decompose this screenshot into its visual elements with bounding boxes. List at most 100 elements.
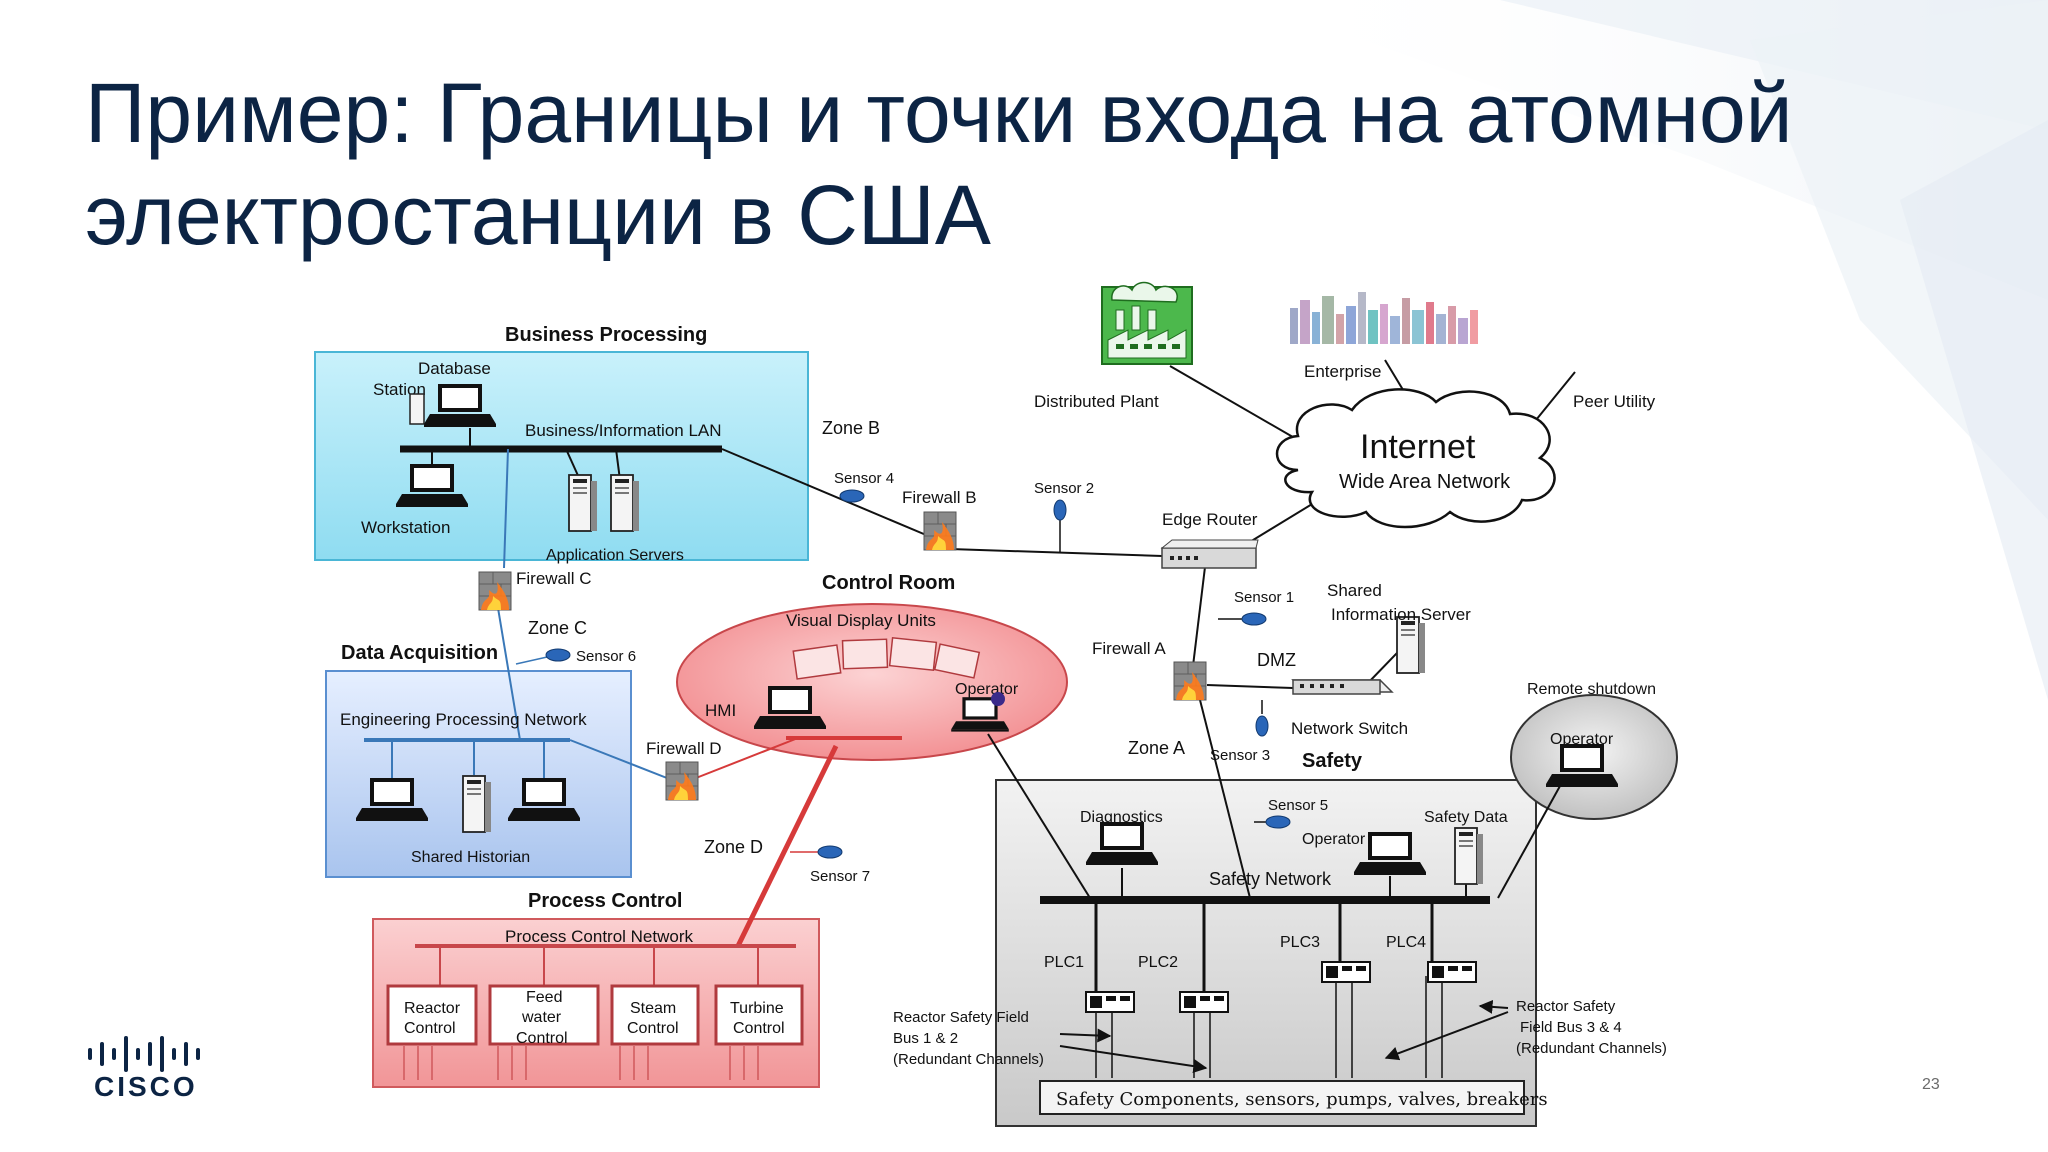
plc2-label: PLC2	[1138, 954, 1178, 971]
shared-info-server-label-1: Shared	[1327, 581, 1382, 600]
sensor-4-icon	[839, 489, 865, 503]
historian-server-icon	[462, 775, 492, 833]
operator-icon	[991, 692, 1005, 706]
firewall-d-icon	[665, 761, 699, 801]
plc1-icon	[1085, 991, 1135, 1013]
visual-display-units-label: Visual Display Units	[786, 611, 936, 630]
wan-label: Wide Area Network	[1339, 471, 1511, 493]
distributed-plant-label: Distributed Plant	[1034, 392, 1159, 411]
application-server-icon	[568, 474, 598, 532]
engineering-network-label: Engineering Processing Network	[340, 710, 587, 729]
database-station-label-1: Database	[418, 359, 491, 378]
sensor-6-label: Sensor 6	[576, 648, 636, 665]
feedwater-control-label-2: water	[521, 1009, 562, 1026]
application-server-icon	[610, 474, 640, 532]
business-processing-label: Business Processing	[505, 324, 707, 346]
application-servers-label: Application Servers	[546, 547, 684, 564]
network-switch-label: Network Switch	[1291, 719, 1408, 738]
slide-title-line-2: электростанции в США	[85, 168, 991, 262]
control-room-label: Control Room	[822, 572, 955, 594]
hmi-label: HMI	[705, 701, 736, 720]
plc3-label: PLC3	[1280, 934, 1320, 951]
left-bus-label-1: Reactor Safety Field	[893, 1009, 1029, 1026]
edge-router-label: Edge Router	[1162, 510, 1258, 529]
safety-zone	[995, 779, 1537, 1127]
right-bus-label-2: Field Bus 3 & 4	[1520, 1019, 1622, 1036]
plc3-icon	[1321, 961, 1371, 983]
firewall-b-label: Firewall B	[902, 488, 977, 507]
data-acquisition-zone	[325, 670, 632, 878]
steam-control-label-2: Control	[627, 1020, 679, 1037]
remote-operator-label: Operator	[1550, 731, 1614, 748]
edge-router-icon	[1160, 539, 1259, 569]
safety-data-label: Safety Data	[1424, 809, 1508, 826]
reactor-control-label-1: Reactor	[404, 1000, 461, 1017]
sensor-1-icon	[1241, 612, 1267, 626]
business-lan-label: Business/Information LAN	[525, 421, 722, 440]
factory-icon	[1101, 281, 1193, 365]
internet-cloud	[1275, 388, 1556, 529]
safety-components-bar	[1039, 1080, 1525, 1115]
firewall-b-icon	[923, 511, 957, 551]
safety-network-label: Safety Network	[1209, 869, 1332, 889]
feedwater-control-label-3: Control	[516, 1030, 568, 1047]
plc2-icon	[1179, 991, 1229, 1013]
turbine-control-label-1: Turbine	[730, 1000, 784, 1017]
steam-control-label-1: Steam	[630, 1000, 676, 1017]
firewall-c-icon	[478, 571, 512, 611]
enterprise-skyline-icon	[1290, 292, 1478, 344]
business-processing-zone	[314, 351, 809, 561]
visual-display-units-icon	[792, 636, 981, 680]
enterprise-label: Enterprise	[1304, 362, 1381, 381]
zone-d-label: Zone D	[704, 837, 763, 857]
sensor-4-label: Sensor 4	[834, 470, 894, 487]
turbine-control-label-2: Control	[733, 1020, 785, 1037]
plc4-icon	[1427, 961, 1477, 983]
slide-title-line-1: Пример: Границы и точки входа на атомной	[85, 66, 1793, 160]
workstation-label: Workstation	[361, 518, 450, 537]
cisco-logo-text: CISCO	[94, 1071, 198, 1102]
safety-operator-label: Operator	[1302, 831, 1366, 848]
slide-title: Пример: Границы и точки входа на атомной…	[85, 62, 1905, 266]
data-acquisition-label: Data Acquisition	[341, 642, 498, 664]
zone-b-label: Zone B	[822, 418, 880, 438]
network-switch-icon	[1291, 679, 1394, 695]
sensor-7-icon	[817, 845, 843, 859]
feedwater-control-box: Feed water Control	[488, 984, 600, 1047]
right-bus-label-1: Reactor Safety	[1516, 998, 1616, 1015]
sensor-3-label: Sensor 3	[1210, 747, 1270, 764]
sensor-6-icon	[545, 648, 571, 662]
turbine-control-box: Turbine Control	[714, 984, 804, 1046]
feedwater-control-label-1: Feed	[526, 989, 562, 1006]
dmz-label: DMZ	[1257, 650, 1296, 670]
safety-components-label: Safety Components, sensors, pumps, valve…	[1056, 1089, 1548, 1110]
firewall-a-icon	[1173, 661, 1207, 701]
internet-label: Internet	[1360, 428, 1476, 466]
page-number: 23	[1922, 1076, 1940, 1093]
firewall-d-label: Firewall D	[646, 739, 722, 758]
reactor-control-box: Reactor Control	[386, 984, 478, 1046]
sensor-2-icon	[1053, 499, 1067, 521]
zone-c-label: Zone C	[528, 618, 587, 638]
sensor-3-icon	[1255, 715, 1269, 737]
shared-info-server-label-2: Information Server	[1331, 605, 1471, 624]
control-room-operator-label: Operator	[955, 681, 1019, 698]
cisco-logo	[88, 1036, 200, 1072]
remote-shutdown-label: Remote shutdown	[1527, 681, 1656, 698]
firewall-a-label: Firewall A	[1092, 639, 1166, 658]
diagnostics-label: Diagnostics	[1080, 809, 1163, 826]
left-bus-label-3: (Redundant Channels)	[893, 1051, 1044, 1068]
process-control-network-label: Process Control Network	[505, 927, 694, 946]
steam-control-box: Steam Control	[610, 984, 700, 1046]
shared-historian-label: Shared Historian	[411, 849, 530, 866]
safety-data-server-icon	[1454, 827, 1484, 885]
left-bus-label-2: Bus 1 & 2	[893, 1030, 958, 1047]
sensor-2-label: Sensor 2	[1034, 480, 1094, 497]
firewall-c-label: Firewall C	[516, 569, 592, 588]
right-bus-label-3: (Redundant Channels)	[1516, 1040, 1667, 1057]
sensor-1-label: Sensor 1	[1234, 589, 1294, 606]
reactor-control-label-2: Control	[404, 1020, 456, 1037]
plc4-label: PLC4	[1386, 934, 1426, 951]
